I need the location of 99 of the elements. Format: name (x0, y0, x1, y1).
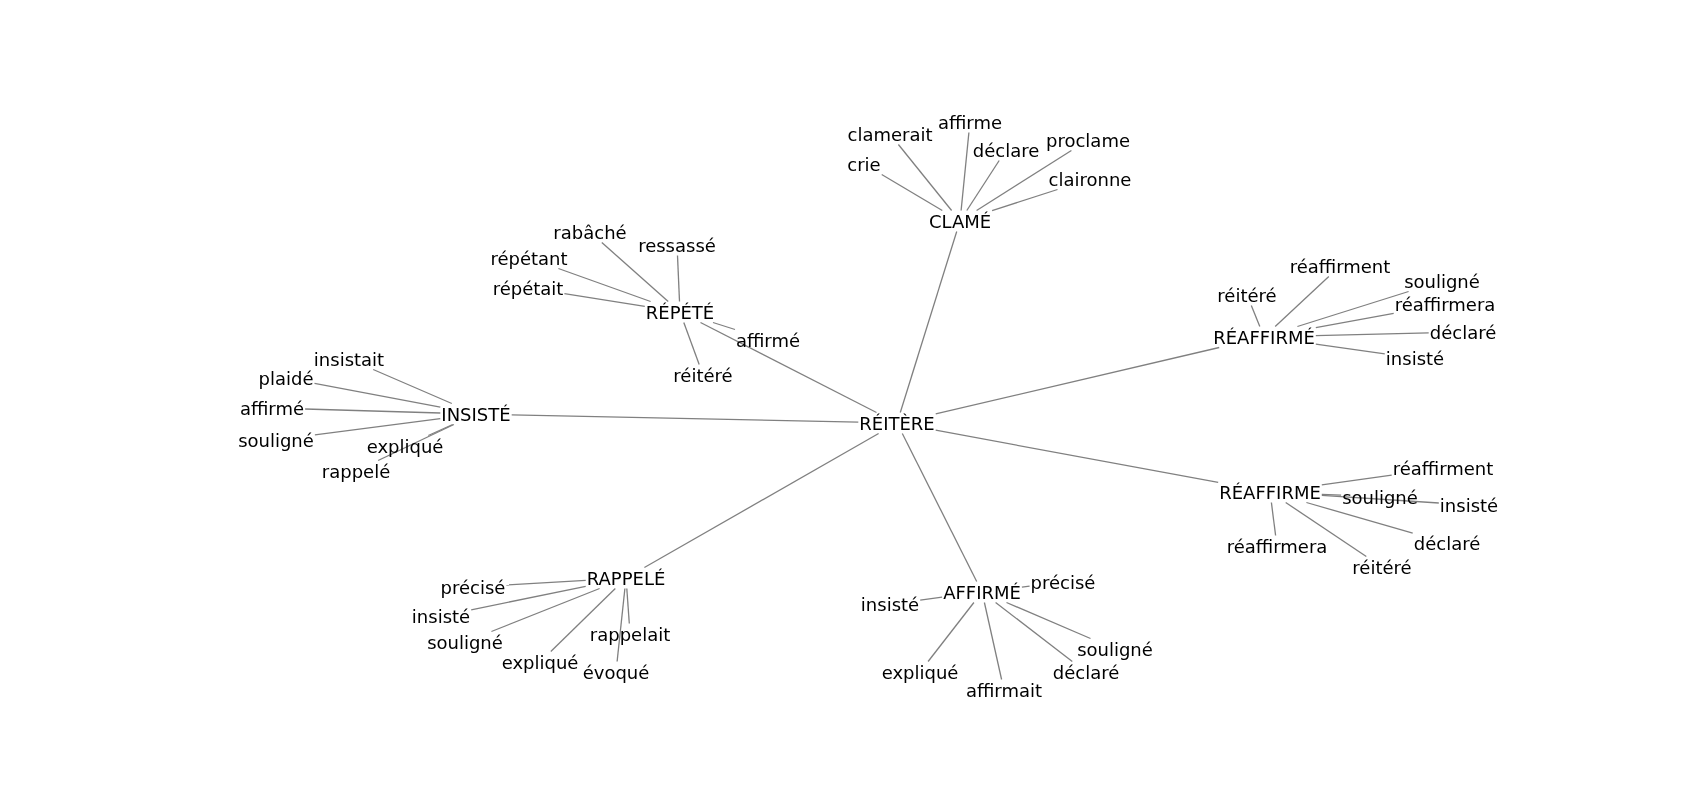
connector-line (1315, 332, 1430, 337)
word-label: RÉAFFIRMÉ (1212, 326, 1316, 348)
word-label: rabâché (552, 221, 628, 243)
connector-line (966, 159, 1000, 212)
word-label: rappelait (588, 623, 672, 645)
word-label: insisté (410, 605, 472, 627)
connector-line (1021, 585, 1031, 588)
word-label: souligné (426, 631, 504, 653)
connector-line (960, 131, 970, 212)
connector-line (881, 173, 943, 212)
word-label: déclaré (1428, 321, 1498, 343)
connector-line (505, 579, 587, 586)
connector-line (1315, 312, 1395, 329)
connector-line (935, 346, 1220, 415)
word-label: précisé (1029, 571, 1097, 593)
connector-line (683, 321, 700, 366)
word-label: réitéré (1216, 284, 1278, 306)
connector-line (314, 417, 441, 436)
word-label: claironne (1047, 168, 1133, 190)
connector-line (975, 149, 1073, 212)
word-label: répétant (489, 247, 569, 269)
connector-line (1315, 343, 1386, 355)
connector-line (626, 587, 630, 625)
connector-line (550, 587, 616, 653)
word-label: souligné (1076, 638, 1154, 660)
connector-line (377, 423, 455, 462)
word-label: réitéré (1351, 556, 1413, 578)
connector-line (991, 188, 1059, 212)
word-label: déclare (971, 139, 1041, 161)
connector-line (511, 414, 859, 423)
word-label: réaffirmera (1225, 535, 1329, 557)
word-label: évoqué (581, 661, 651, 683)
word-label: répétait (491, 277, 565, 299)
connector-line (616, 587, 626, 663)
word-label: RÉITÈRE (858, 412, 936, 434)
connector-line (304, 408, 441, 414)
connector-line (1250, 304, 1261, 328)
connector-line (470, 585, 587, 611)
connector-line (919, 596, 943, 601)
connector-line (935, 429, 1219, 484)
word-label: expliqué (880, 661, 960, 683)
word-label: insistait (312, 348, 386, 370)
word-label: CLAMÉ (927, 210, 993, 232)
connector-line (557, 267, 652, 303)
word-label: souligné (237, 429, 315, 451)
connector-line (1270, 501, 1277, 537)
word-label: réaffirment (1391, 457, 1495, 479)
word-label: réaffirmera (1393, 293, 1497, 315)
connector-line (901, 432, 978, 583)
connector-line (699, 321, 878, 414)
word-label: déclaré (1412, 532, 1482, 554)
word-label: affirme (936, 111, 1004, 133)
word-label: réaffirment (1288, 255, 1392, 277)
connector-line (899, 230, 958, 414)
connector-line (676, 254, 681, 303)
connector-line (601, 241, 669, 303)
word-label: expliqué (500, 651, 580, 673)
connector-line (994, 601, 1073, 663)
word-label: réitéré (672, 364, 734, 386)
word-label: RÉPÉTÉ (644, 301, 716, 323)
word-label: rappelé (320, 460, 392, 482)
connector-line (1296, 290, 1410, 328)
connector-line (563, 293, 646, 308)
connector-line (927, 601, 975, 663)
connector-line (643, 432, 880, 569)
connector-line (427, 423, 454, 437)
connector-line (712, 321, 736, 331)
connector-line (1321, 493, 1342, 496)
word-label: insisté (1384, 347, 1446, 369)
connector-line (1285, 501, 1367, 558)
word-label: proclame (1045, 129, 1131, 151)
connector-line (490, 587, 601, 633)
word-label: RÉAFFIRME (1218, 481, 1322, 503)
connector-line (1005, 601, 1092, 640)
connector-line (372, 368, 453, 405)
connector-line (897, 143, 953, 212)
word-label: affirmait (964, 679, 1044, 701)
word-label: insisté (859, 593, 921, 615)
connector-line (1274, 275, 1330, 328)
connector-line (1321, 494, 1440, 504)
word-label: AFFIRMÉ (942, 581, 1022, 603)
word-label: souligné (1341, 486, 1419, 508)
word-label: crie (846, 153, 882, 175)
word-label: expliqué (365, 435, 445, 457)
word-label: plaidé (257, 367, 315, 389)
word-label: clamerait (846, 123, 934, 145)
connector-line (313, 382, 441, 408)
word-label: affirmé (734, 329, 802, 351)
word-label: INSISTÉ (440, 403, 512, 425)
word-label: insisté (1438, 494, 1500, 516)
word-label: précisé (439, 576, 507, 598)
connector-line (1305, 501, 1414, 534)
word-label: ressassé (637, 234, 717, 256)
connector-line (983, 601, 1003, 681)
connector-line (1321, 474, 1393, 486)
word-label: affirmé (238, 397, 306, 419)
word-label: RAPPELÉ (585, 567, 667, 589)
word-label: déclaré (1051, 661, 1121, 683)
word-label: souligné (1403, 270, 1481, 292)
